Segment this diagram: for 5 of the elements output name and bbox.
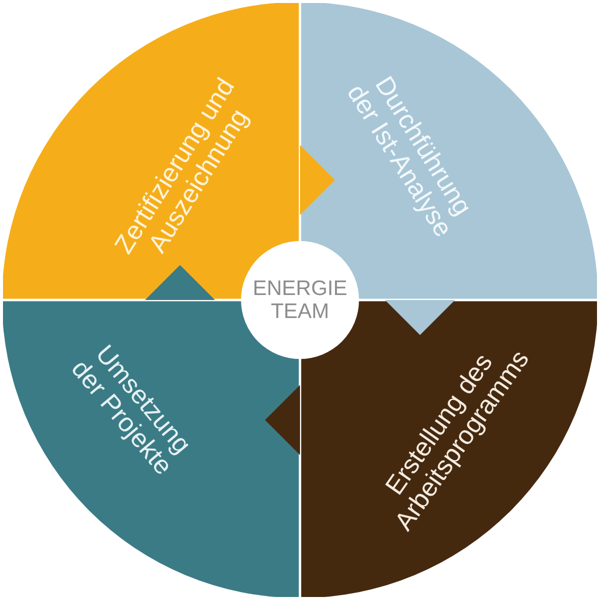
- arrow-tab: [265, 385, 300, 455]
- arrow-tab: [145, 265, 215, 300]
- arrow-tab: [300, 145, 335, 215]
- arrow-tab: [385, 300, 455, 335]
- center-label: ENERGIE TEAM: [252, 277, 348, 323]
